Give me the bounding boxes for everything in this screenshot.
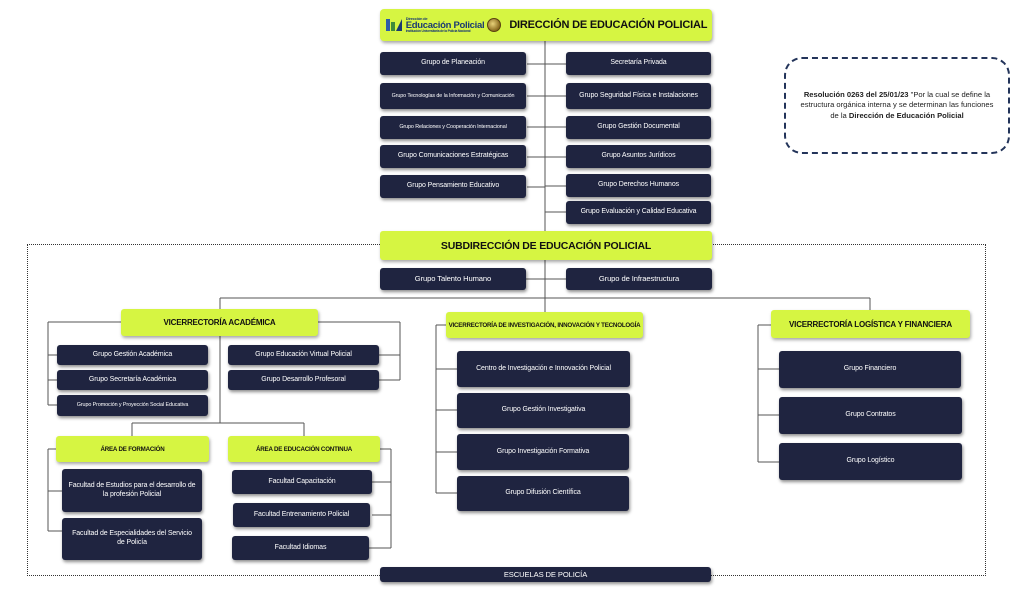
formacion-item-1: Facultad de Estudios para el desarrollo …: [62, 469, 202, 512]
vra-left-group-2: Grupo Secretaría Académica: [57, 370, 208, 390]
continua-item-2: Facultad Entrenamiento Policial: [233, 503, 370, 527]
logistica-item-3: Grupo Logístico: [779, 443, 962, 480]
logo-text: Dirección de Educación Policial Instituc…: [405, 15, 485, 34]
logo-tagline: Institución Universitaria de la Policía …: [405, 29, 471, 34]
area-continua-header: ÁREA DE EDUCACIÓN CONTINUA: [228, 436, 380, 462]
formacion-item-2: Facultad de Especialidades del Servicio …: [62, 518, 202, 560]
right-group-4: Grupo Asuntos Jurídicos: [566, 145, 711, 168]
logistica-item-1: Grupo Financiero: [779, 351, 961, 388]
right-group-3: Grupo Gestión Documental: [566, 116, 711, 139]
left-group-4: Grupo Comunicaciones Estratégicas: [380, 145, 526, 168]
resolution-note: Resolución 0263 del 25/01/23 "Por la cua…: [784, 57, 1010, 154]
direccion-title: DIRECCIÓN DE EDUCACIÓN POLICIAL: [509, 19, 708, 31]
left-group-5: Grupo Pensamiento Educativo: [380, 175, 526, 198]
continua-item-3: Facultad Idiomas: [232, 536, 369, 560]
vra-right-group-1: Grupo Educación Virtual Policial: [228, 345, 379, 365]
vra-left-group-1: Grupo Gestión Académica: [57, 345, 208, 365]
logistica-item-2: Grupo Contratos: [779, 397, 962, 434]
subdireccion-header: SUBDIRECCIÓN DE EDUCACIÓN POLICIAL: [380, 231, 712, 260]
investigacion-item-3: Grupo Investigación Formativa: [457, 434, 629, 470]
vra-right-group-2: Grupo Desarrollo Profesoral: [228, 370, 379, 390]
left-group-3: Grupo Relaciones y Cooperación Internaci…: [380, 116, 526, 139]
right-group-5: Grupo Derechos Humanos: [566, 174, 711, 197]
right-group-1: Secretaría Privada: [566, 52, 711, 75]
resolution-number: Resolución 0263 del 25/01/23: [803, 90, 909, 100]
investigacion-item-1: Centro de Investigación e Innovación Pol…: [457, 351, 630, 387]
resolution-text: "Por la cual se define la estructura org…: [800, 90, 994, 120]
area-formacion-header: ÁREA DE FORMACIÓN: [56, 436, 209, 462]
logo-small-text: Dirección de: [405, 15, 428, 21]
escuelas-de-policia: ESCUELAS DE POLICÍA: [380, 567, 711, 582]
logo-icon: [385, 19, 402, 31]
right-group-6: Grupo Evaluación y Calidad Educativa: [566, 201, 711, 224]
direccion-header: Dirección de Educación Policial Instituc…: [380, 9, 712, 41]
vr-academica-header: VICERRECTORÍA ACADÉMICA: [121, 309, 318, 336]
left-group-1: Grupo de Planeación: [380, 52, 526, 75]
continua-item-1: Facultad Capacitación: [232, 470, 372, 494]
resolution-bold-end: Dirección de Educación Policial: [848, 110, 964, 120]
logo: Dirección de Educación Policial Instituc…: [385, 15, 502, 34]
vr-logistica-header: VICERRECTORÍA LOGÍSTICA Y FINANCIERA: [771, 310, 970, 338]
logo-main-text: Educación Policial: [405, 19, 485, 31]
seal-icon: [487, 18, 502, 32]
sub-group-talento: Grupo Talento Humano: [380, 268, 526, 290]
right-group-2: Grupo Seguridad Física e Instalaciones: [566, 83, 711, 109]
vr-investigacion-header: VICERRECTORÍA DE INVESTIGACIÓN, INNOVACI…: [446, 312, 643, 338]
investigacion-item-4: Grupo Difusión Científica: [457, 476, 629, 511]
vra-left-group-3: Grupo Promoción y Proyección Social Educ…: [57, 395, 208, 416]
sub-group-infraestructura: Grupo de Infraestructura: [566, 268, 712, 290]
investigacion-item-2: Grupo Gestión Investigativa: [457, 393, 630, 428]
left-group-2: Grupo Tecnologías de la Información y Co…: [380, 83, 526, 109]
